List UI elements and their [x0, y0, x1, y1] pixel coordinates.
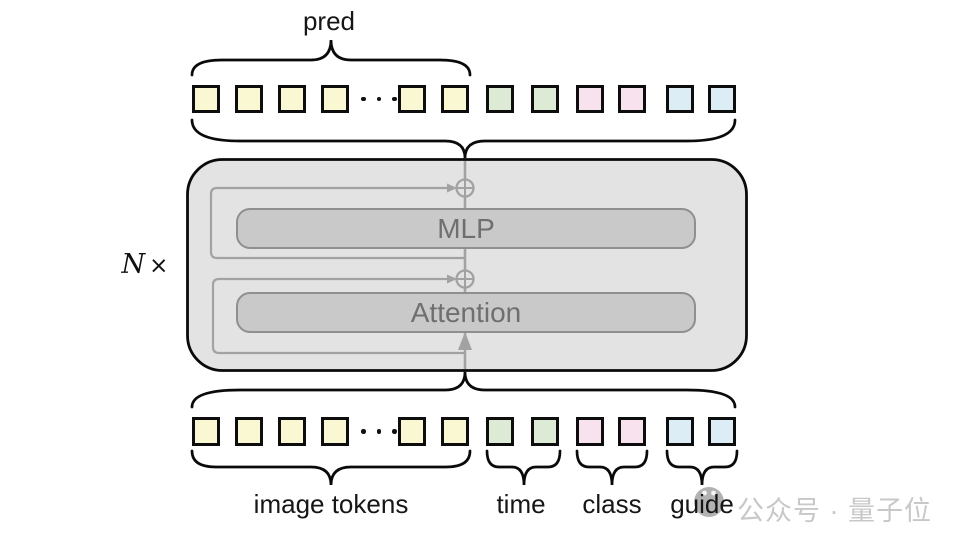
bottom-time-token-group [486, 417, 559, 446]
class-brace [575, 449, 649, 486]
class-token [576, 85, 604, 113]
ellipsis-dot [361, 429, 366, 434]
attention-residual-arrowhead-icon [447, 274, 457, 284]
top-time-token-group [486, 85, 559, 113]
image-token [192, 417, 220, 446]
guide-token [666, 85, 694, 113]
bottom-image-token-group [192, 417, 349, 446]
mlp-residual-arrowhead-icon [447, 183, 457, 193]
top-image-token-group [398, 85, 469, 113]
top-class-token-group [576, 85, 646, 113]
bottom-image-token-group [398, 417, 469, 446]
time-token [486, 417, 514, 446]
attention-label: Attention [411, 297, 522, 328]
bottom-class-token-group [576, 417, 646, 446]
image-token [321, 417, 349, 446]
top-guide-token-group [666, 85, 736, 113]
ellipsis-dot [376, 429, 381, 434]
ellipsis-dot [392, 429, 397, 434]
ellipsis-dot [392, 96, 397, 102]
mlp-block [236, 208, 696, 249]
image-token [321, 85, 349, 113]
image-token [441, 85, 469, 113]
time-label: time [496, 489, 546, 519]
mlp-residual-wire [209, 186, 465, 260]
repeat-count-label: N× [112, 249, 178, 280]
time-token [531, 85, 559, 113]
watermark-text: 公众号 · 量子位 [737, 496, 932, 526]
image-token [398, 417, 426, 446]
ellipsis-dot [361, 96, 366, 102]
ellipsis-dot [376, 96, 381, 102]
image-token [235, 85, 263, 113]
guide-brace [665, 449, 739, 486]
image-token [278, 417, 306, 446]
image-token [441, 417, 469, 446]
add-op-mlp-icon [455, 178, 475, 198]
top-image-token-group [192, 85, 349, 113]
class-token [618, 417, 646, 446]
class-token [576, 417, 604, 446]
top-ellipsis [361, 85, 397, 113]
repeat-n: N [121, 249, 146, 280]
add-op-attention-icon [455, 269, 475, 289]
image-token [398, 85, 426, 113]
top-row-to-box-brace [190, 118, 737, 159]
attention-block [236, 292, 696, 333]
watermark-logo-icon [694, 487, 724, 517]
pred-label: pred [302, 6, 356, 36]
mlp-label: MLP [437, 213, 495, 244]
box-to-bottom-row-brace [190, 371, 737, 409]
attention-input-arrowhead-icon [458, 332, 472, 350]
time-token [531, 417, 559, 446]
attention-residual-wire [211, 277, 465, 355]
class-token [618, 85, 646, 113]
bottom-ellipsis [361, 417, 397, 446]
image-token [278, 85, 306, 113]
guide-label: guide [670, 489, 734, 519]
image-token [235, 417, 263, 446]
class-label: class [582, 489, 642, 519]
bottom-guide-token-group [666, 417, 736, 446]
image-token [192, 85, 220, 113]
guide-token [666, 417, 694, 446]
time-brace [485, 449, 562, 486]
guide-token [708, 85, 736, 113]
image-tokens-brace [190, 449, 472, 486]
time-token [486, 85, 514, 113]
pred-brace [190, 39, 472, 77]
times-symbol: × [149, 253, 169, 279]
guide-token [708, 417, 736, 446]
image-tokens-label: image tokens [253, 489, 409, 519]
